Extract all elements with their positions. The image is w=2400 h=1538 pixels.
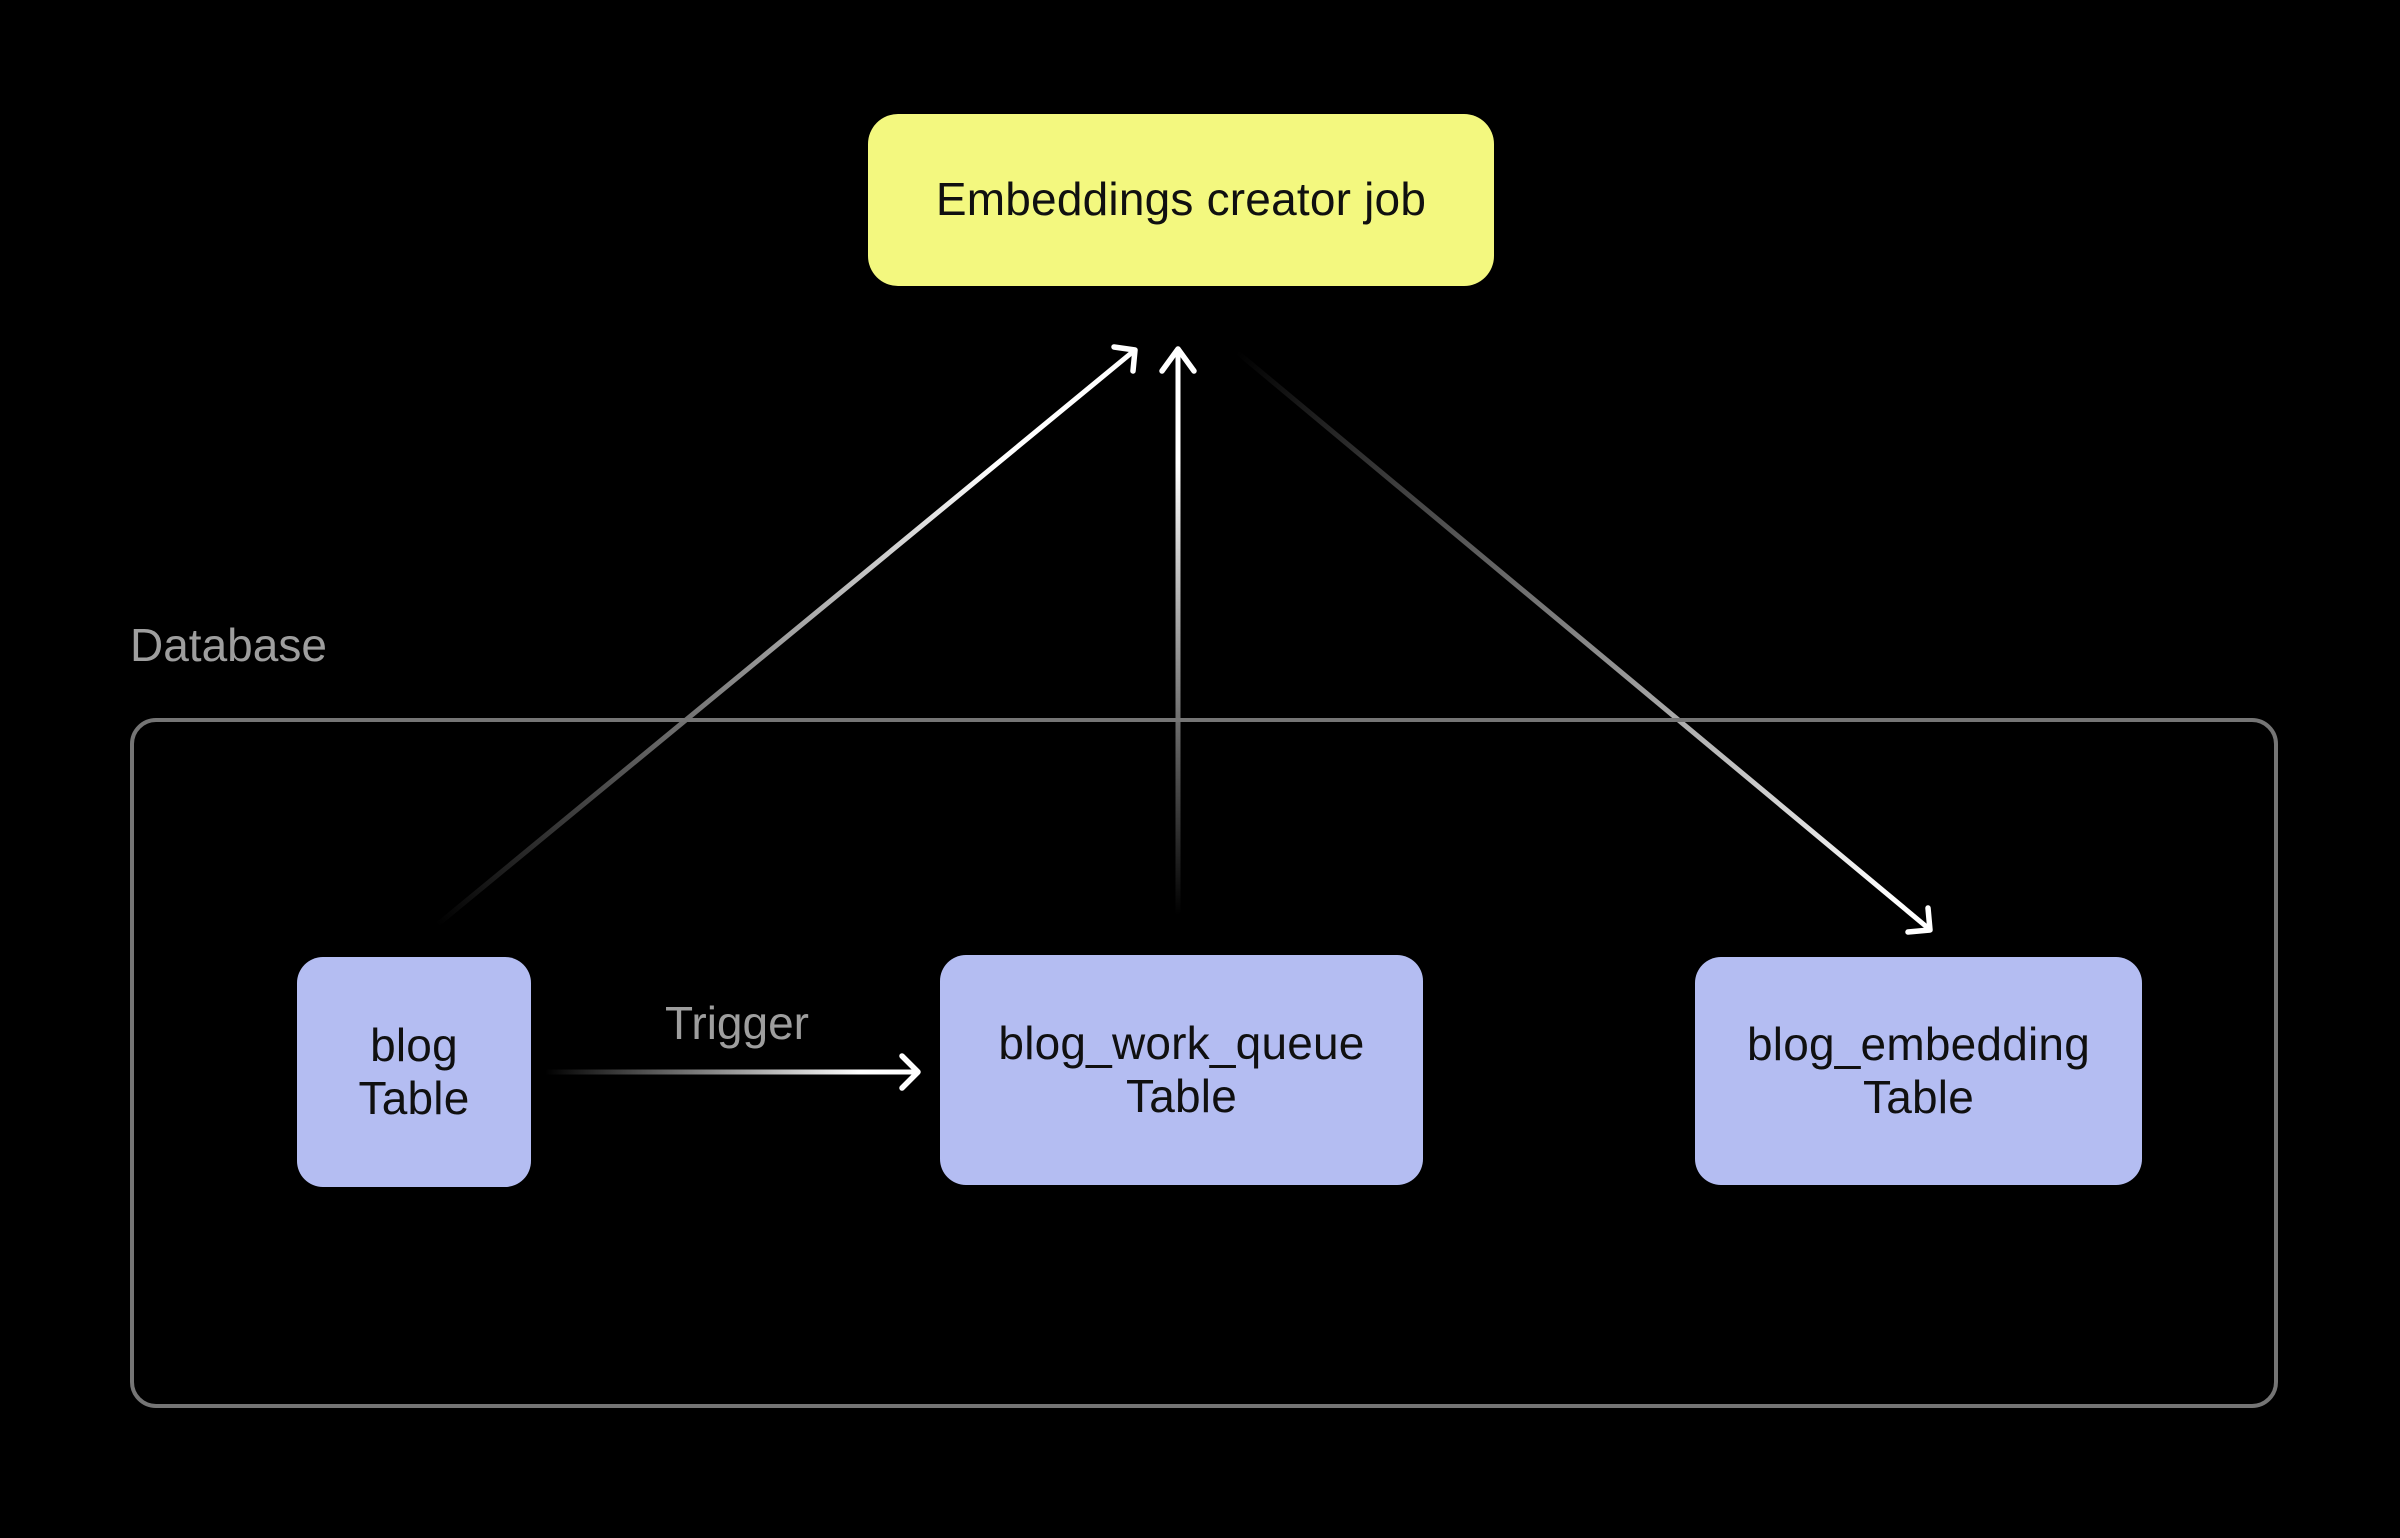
trigger-edge-label: Trigger [665, 997, 809, 1049]
table-type: Table [1126, 1070, 1237, 1122]
database-label: Database [130, 619, 327, 671]
table-name: blog_embedding [1747, 1017, 2090, 1070]
node-blog-table: blog Table [297, 957, 531, 1187]
node-embeddings-creator-job: Embeddings creator job [868, 114, 1494, 286]
table-type: Table [1863, 1071, 1974, 1123]
arrowhead-up-right-icon [1111, 344, 1138, 374]
database-container [130, 718, 2278, 1408]
table-name: blog [370, 1018, 458, 1071]
arrowhead-up-icon [1159, 346, 1197, 374]
table-name: blog_work_queue [998, 1016, 1365, 1069]
node-blog-work-queue-table: blog_work_queue Table [940, 955, 1423, 1185]
job-label: Embeddings creator job [935, 173, 1427, 226]
table-type: Table [358, 1072, 470, 1124]
node-blog-embedding-table: blog_embedding Table [1695, 957, 2142, 1185]
